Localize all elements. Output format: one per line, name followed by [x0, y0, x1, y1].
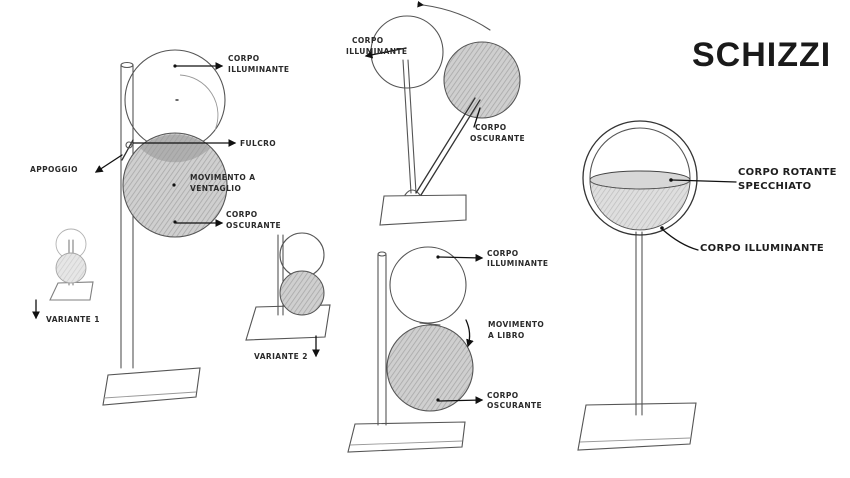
label-variante-2: VARIANTE 2	[254, 352, 308, 361]
label-mid-corpo-oscurante-2: OSCURANTE	[487, 401, 542, 410]
label-appoggio: APPOGGIO	[30, 165, 78, 174]
variante-2-sketch	[245, 232, 331, 341]
label-movimento-ventaglio-2: VENTAGLIO	[190, 184, 241, 193]
right-lamp-sketch	[577, 120, 698, 451]
label-corpo-illuminante-main-1: CORPO	[228, 54, 260, 63]
label-fulcro: FULCRO	[240, 139, 276, 148]
label-corpo-rotante-1: CORPO ROTANTE	[738, 167, 837, 178]
label-corpo-illuminante-right: CORPO ILLUMINANTE	[700, 243, 824, 254]
label-top-corpo-oscurante-1: CORPO	[475, 123, 507, 132]
label-corpo-oscurante-main-1: CORPO	[226, 210, 258, 219]
label-corpo-rotante-2: SPECCHIATO	[738, 181, 811, 192]
main-lamp-sketch	[102, 49, 228, 406]
label-top-corpo-oscurante-2: OSCURANTE	[470, 134, 525, 143]
label-top-corpo-illuminante-2: ILLUMINANTE	[346, 47, 407, 56]
label-mid-corpo-illuminante-2: ILLUMINANTE	[487, 259, 548, 268]
label-movimento-ventaglio-1: MOVIMENTO A	[190, 173, 255, 182]
label-corpo-illuminante-main-2: ILLUMINANTE	[228, 65, 289, 74]
label-mid-corpo-oscurante-1: CORPO	[487, 391, 519, 400]
page-title: SCHIZZI	[692, 36, 831, 74]
label-movimento-libro-2: A LIBRO	[488, 331, 525, 340]
label-movimento-libro-1: MOVIMENTO	[488, 320, 544, 329]
bottom-center-lamp-sketch	[347, 246, 474, 453]
top-center-lamp-sketch	[370, 0, 521, 226]
label-corpo-oscurante-main-2: OSCURANTE	[226, 221, 281, 230]
label-variante-1: VARIANTE 1	[46, 315, 100, 324]
variante-1-sketch	[49, 228, 94, 301]
label-mid-corpo-illuminante-1: CORPO	[487, 249, 519, 258]
label-top-corpo-illuminante-1: CORPO	[352, 36, 384, 45]
